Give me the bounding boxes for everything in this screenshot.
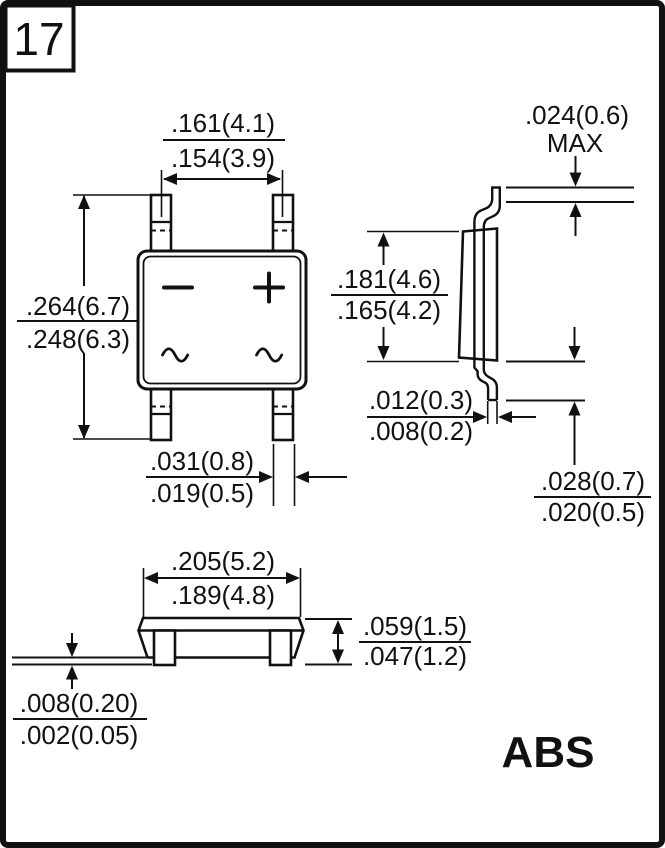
polarity-markings: [161, 271, 285, 363]
dim-min: .189(4.8): [171, 580, 275, 610]
dim-lead-width: .031(0.8) .019(0.5): [146, 444, 347, 508]
arrowhead-right: [259, 471, 273, 483]
arrowhead-up: [568, 401, 581, 416]
dim-qualifier: MAX: [547, 128, 603, 158]
lead-edge: [473, 357, 490, 400]
front-body: [136, 249, 308, 391]
dim-max: .031(0.8): [150, 446, 254, 476]
lead-bend-lines: [151, 220, 293, 416]
dim-total-height: .059(1.5) .047(1.2): [305, 611, 471, 671]
arrowhead-up: [377, 232, 390, 247]
dim-max: .028(0.7): [541, 466, 645, 496]
arrowhead-left: [163, 173, 177, 185]
side-view: .024(0.6) MAX .181(4.6) .165(4.2) .012(: [331, 100, 651, 527]
arrowhead-up: [66, 665, 78, 680]
dim-min: .248(6.3): [26, 324, 130, 354]
dim-value: .024(0.6): [525, 100, 629, 130]
arrowhead-up: [569, 203, 582, 217]
lead-edge: [482, 187, 501, 357]
dim-lead-span: .161(4.1) .154(3.9): [160, 108, 285, 217]
dim-max: .059(1.5): [363, 611, 467, 641]
body-inner-outline: [142, 255, 302, 385]
dim-body-width: .205(5.2) .189(4.8): [142, 546, 302, 617]
arrowhead-left: [295, 471, 309, 483]
dim-max: .205(5.2): [171, 546, 275, 576]
dim-max: .008(0.20): [20, 688, 139, 718]
side-top-lead: [473, 186, 501, 360]
page-number-border: [3, 3, 76, 73]
dim-max: .161(4.1): [171, 108, 275, 138]
dim-overall-length: .264(6.7) .248(6.3): [17, 194, 150, 440]
dim-max: .012(0.3): [369, 385, 473, 415]
arrowhead-down: [377, 346, 390, 360]
lead-foot-left: [152, 629, 177, 667]
dim-min: .047(1.2): [363, 641, 467, 671]
arrowhead-left: [144, 572, 158, 584]
arrowhead-up: [332, 620, 344, 634]
arrowhead-down: [568, 346, 581, 360]
dim-min: .165(4.2): [337, 295, 441, 325]
dim-standoff: .008(0.20) .002(0.05): [12, 633, 152, 750]
dim-min: .154(3.9): [171, 143, 275, 173]
page-number: 17: [13, 13, 64, 65]
arrowhead-left: [498, 411, 512, 423]
arrowhead-down: [569, 172, 582, 187]
arrowhead-up: [78, 195, 90, 209]
dim-max: .264(6.7): [26, 291, 130, 321]
dim-lead-tip-offset: .024(0.6) MAX: [506, 100, 634, 236]
lead-foot-right: [268, 629, 293, 667]
bottom-view: .205(5.2) .189(4.8) .059(1.5) .047(1.2): [12, 546, 471, 750]
page-number-box: 17: [3, 3, 76, 73]
lead-edge: [473, 187, 494, 360]
dim-min: .002(0.05): [20, 720, 139, 750]
arrowhead-right: [267, 173, 281, 185]
ac-marking-right: [255, 347, 284, 363]
lead-edge: [482, 357, 499, 400]
side-bottom-lead: [473, 357, 499, 402]
arrowhead-right: [286, 572, 300, 584]
dim-min: .020(0.5): [541, 497, 645, 527]
arrowhead-down: [78, 425, 90, 439]
front-view: .161(4.1) .154(3.9) .264(6.7) .248(6.3): [17, 108, 347, 508]
ac-marking-left: [161, 347, 190, 363]
package-name: ABS: [502, 728, 595, 777]
arrowhead-down: [66, 643, 78, 657]
side-body-outline: [457, 227, 499, 362]
arrowhead-right: [473, 411, 487, 423]
body-outline: [136, 249, 308, 391]
arrowhead-down: [332, 649, 344, 664]
dim-lead-length: .028(0.7) .020(0.5): [506, 327, 651, 527]
dim-max: .181(4.6): [337, 264, 441, 294]
dim-body-height: .181(4.6) .165(4.2): [331, 230, 459, 363]
dim-lead-thickness: .012(0.3) .008(0.2): [367, 385, 536, 446]
dim-min: .008(0.2): [369, 416, 473, 446]
dim-min: .019(0.5): [150, 478, 254, 508]
